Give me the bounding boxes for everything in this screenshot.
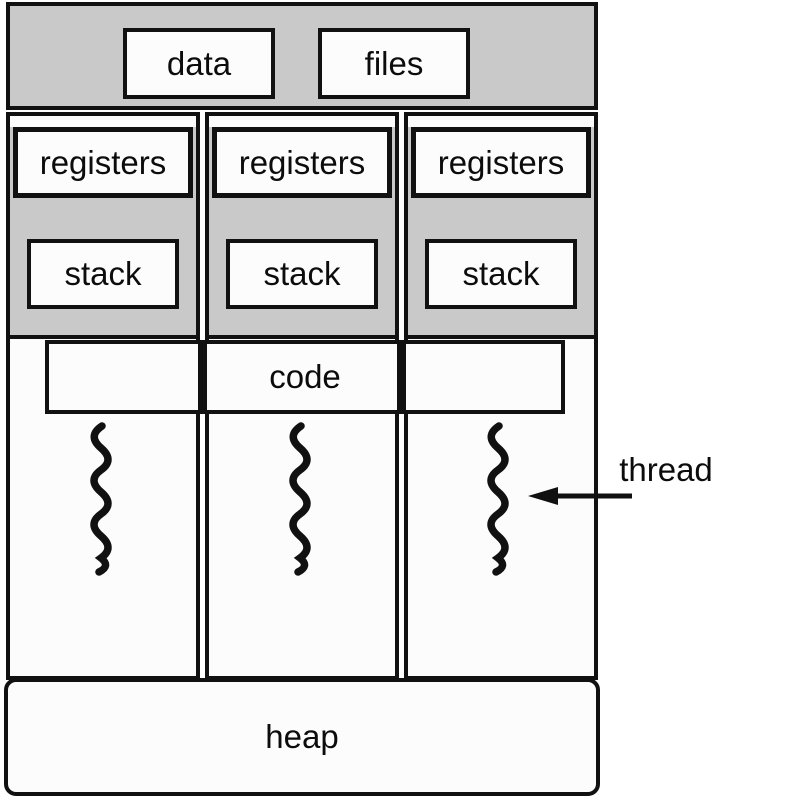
column-divider-line <box>198 340 207 414</box>
stack-box: stack <box>425 239 577 309</box>
thread-squiggle-icon <box>487 422 509 576</box>
code-label: code <box>269 358 341 395</box>
stack-label: stack <box>263 255 341 292</box>
registers-box: registers <box>411 127 591 198</box>
registers-label: registers <box>39 143 167 181</box>
stack-box: stack <box>226 239 378 309</box>
thread-private-section: registers stack <box>10 127 196 339</box>
code-box: code <box>45 340 565 414</box>
thread-squiggle-icon <box>289 422 311 576</box>
thread-private-section: registers stack <box>209 127 395 339</box>
thread-arrow-icon <box>528 487 632 505</box>
thread-private-section: registers stack <box>408 127 594 339</box>
data-label: data <box>166 44 232 82</box>
files-box: files <box>318 28 470 99</box>
heap-label: heap <box>265 718 339 755</box>
registers-box: registers <box>13 127 193 198</box>
files-label: files <box>364 44 424 82</box>
thread-squiggle-icon <box>90 422 112 576</box>
stack-label: stack <box>64 255 142 292</box>
registers-label: registers <box>238 143 366 181</box>
stack-label: stack <box>462 255 540 292</box>
heap-box: heap <box>4 678 600 796</box>
data-box: data <box>123 28 275 99</box>
registers-box: registers <box>212 127 392 198</box>
stack-box: stack <box>27 239 179 309</box>
registers-label: registers <box>437 143 565 181</box>
shared-state-section: data files <box>6 2 598 110</box>
column-divider-line <box>397 340 406 414</box>
thread-label: thread <box>619 451 713 488</box>
